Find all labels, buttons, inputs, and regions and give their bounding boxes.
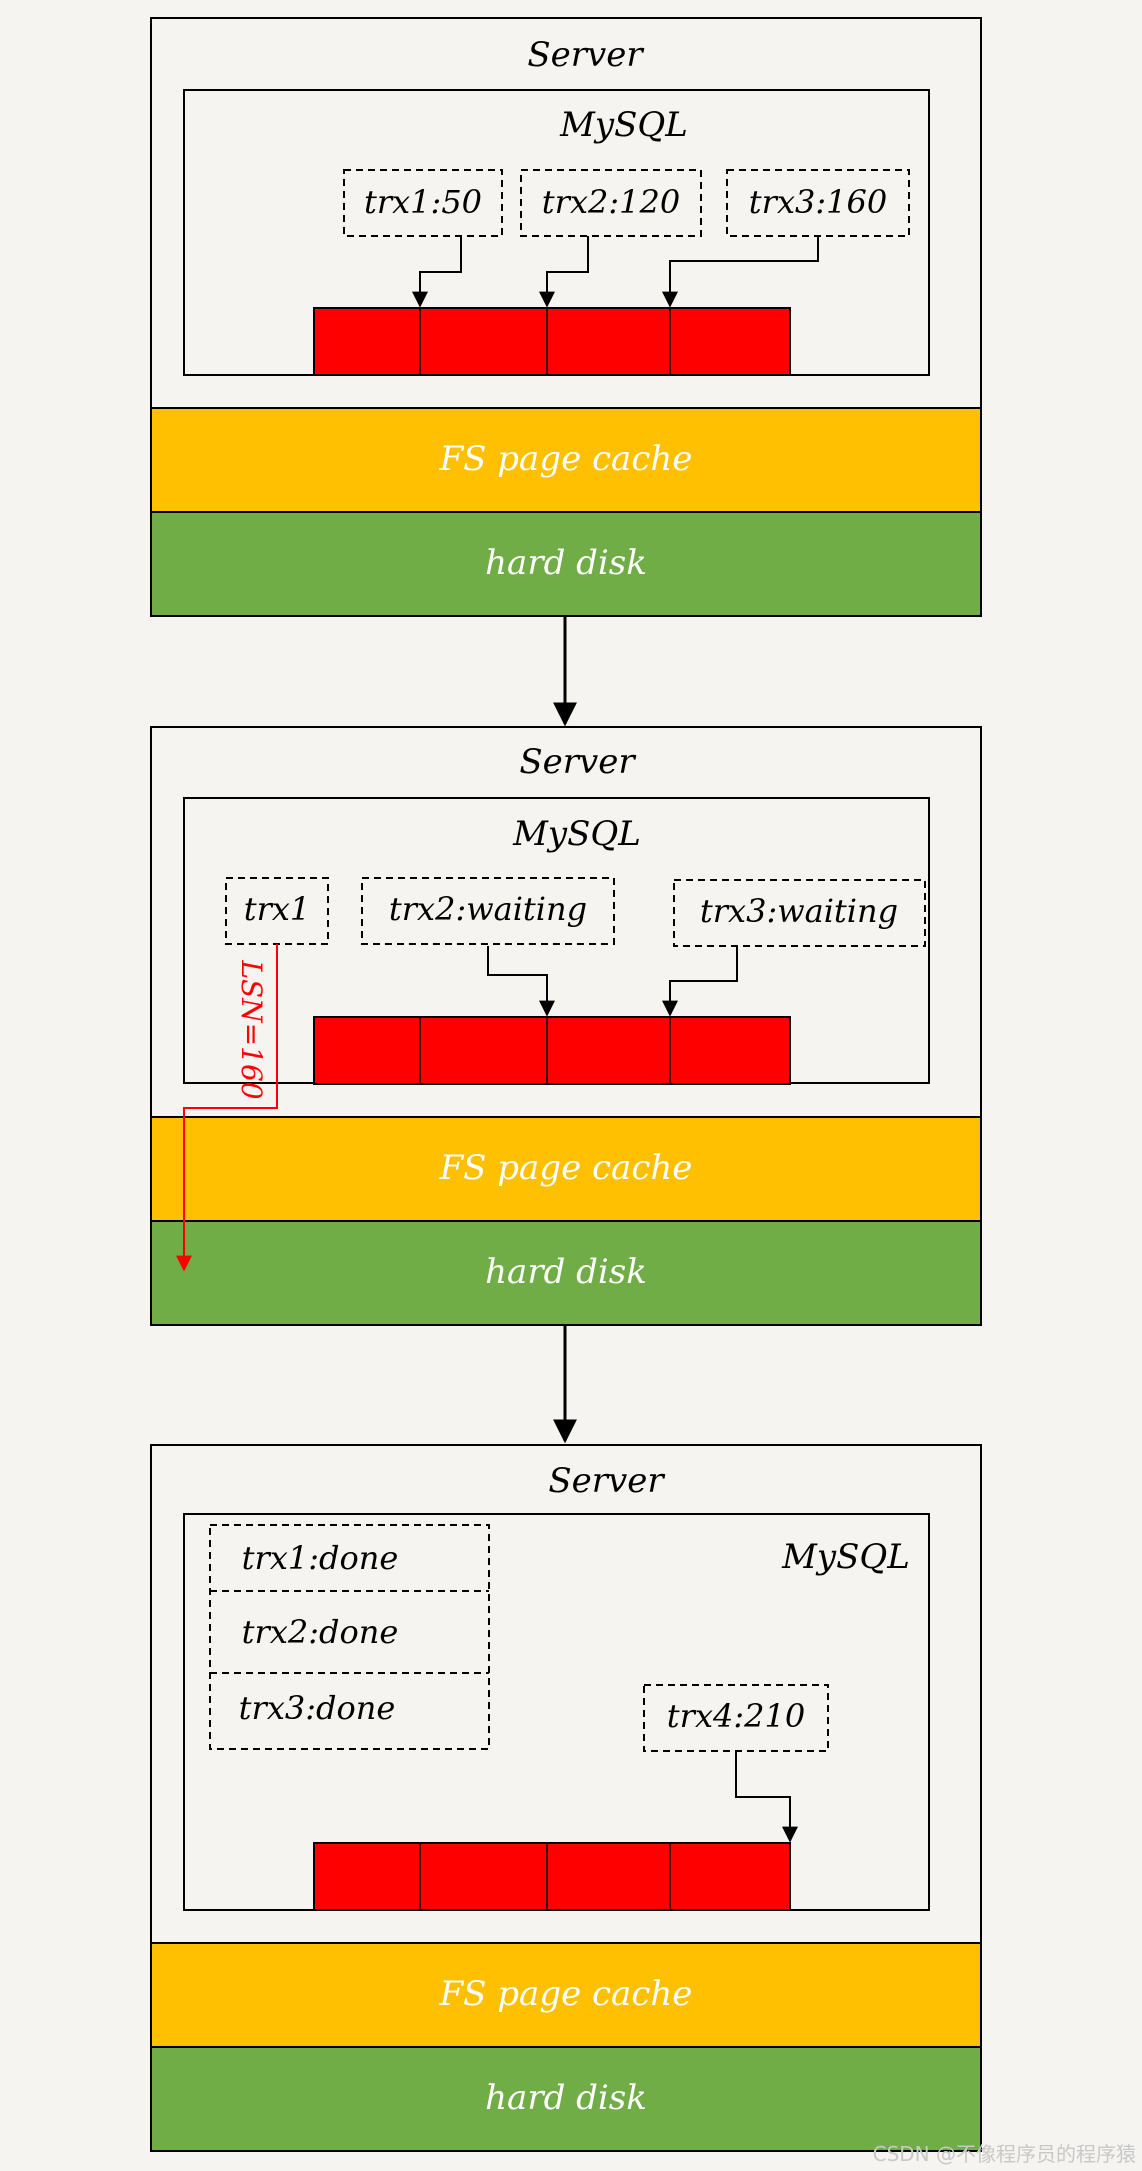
write-arrow	[539, 236, 589, 308]
redo-log-buffer	[313, 307, 791, 376]
trx-label: trx2:done	[242, 1613, 399, 1651]
trx-box	[673, 879, 926, 947]
trx-box	[343, 169, 503, 237]
fs-page-cache-label: FS page cache	[439, 1974, 693, 2014]
redo-log-buffer	[313, 1016, 791, 1085]
mysql-label: MySQL	[512, 814, 641, 854]
trx-label: trx4:210	[667, 1697, 805, 1735]
hard-disk	[150, 511, 982, 617]
mysql-label: MySQL	[781, 1537, 910, 1577]
trx-label: trx1:50	[364, 183, 482, 221]
write-arrow	[662, 946, 738, 1017]
hard-disk	[150, 2046, 982, 2152]
hard-disk-label: hard disk	[485, 1252, 647, 1292]
lsn-flush-arrow	[176, 944, 278, 1272]
fs-page-cache-label: FS page cache	[439, 1148, 693, 1188]
trx-label: trx3:160	[749, 183, 887, 221]
trx-label: trx1:done	[242, 1539, 399, 1577]
watermark: CSDN @不像程序员的程序猿	[872, 2142, 1136, 2166]
trx-label: trx1	[244, 890, 311, 928]
server-label: Server	[519, 742, 636, 782]
trx-label: trx2:waiting	[389, 890, 587, 928]
fs-page-cache	[150, 1942, 982, 2048]
fs-page-cache-label: FS page cache	[439, 439, 693, 479]
server-label: Server	[527, 35, 644, 75]
hard-disk	[150, 1220, 982, 1326]
write-arrow	[735, 1751, 798, 1843]
trx-box	[520, 169, 702, 237]
hard-disk-label: hard disk	[485, 2078, 647, 2118]
server-label: Server	[548, 1461, 665, 1501]
fs-page-cache	[150, 1116, 982, 1222]
trx-label: trx3:done	[239, 1689, 396, 1727]
trx-label: trx2:120	[542, 183, 680, 221]
lsn-label: LSN=160	[235, 959, 268, 1099]
stage-3: Server MySQL trx1:done trx2:done trx3:do…	[150, 1444, 982, 2152]
mysql-label: MySQL	[559, 105, 688, 145]
trx-box	[361, 877, 615, 945]
write-arrow	[412, 236, 462, 308]
stage-1: Server MySQL trx1:50 trx2:120 trx3:160 F…	[150, 17, 982, 617]
hard-disk-label: hard disk	[485, 543, 647, 583]
write-arrow	[487, 946, 555, 1017]
done-trx-box	[209, 1524, 490, 1750]
fs-page-cache	[150, 407, 982, 513]
trx-label: trx3:waiting	[700, 892, 898, 930]
redo-log-buffer	[313, 1842, 791, 1911]
write-arrow	[662, 236, 819, 308]
stage-2: Server MySQL trx1 trx2:waiting trx3:wait…	[150, 726, 982, 1326]
